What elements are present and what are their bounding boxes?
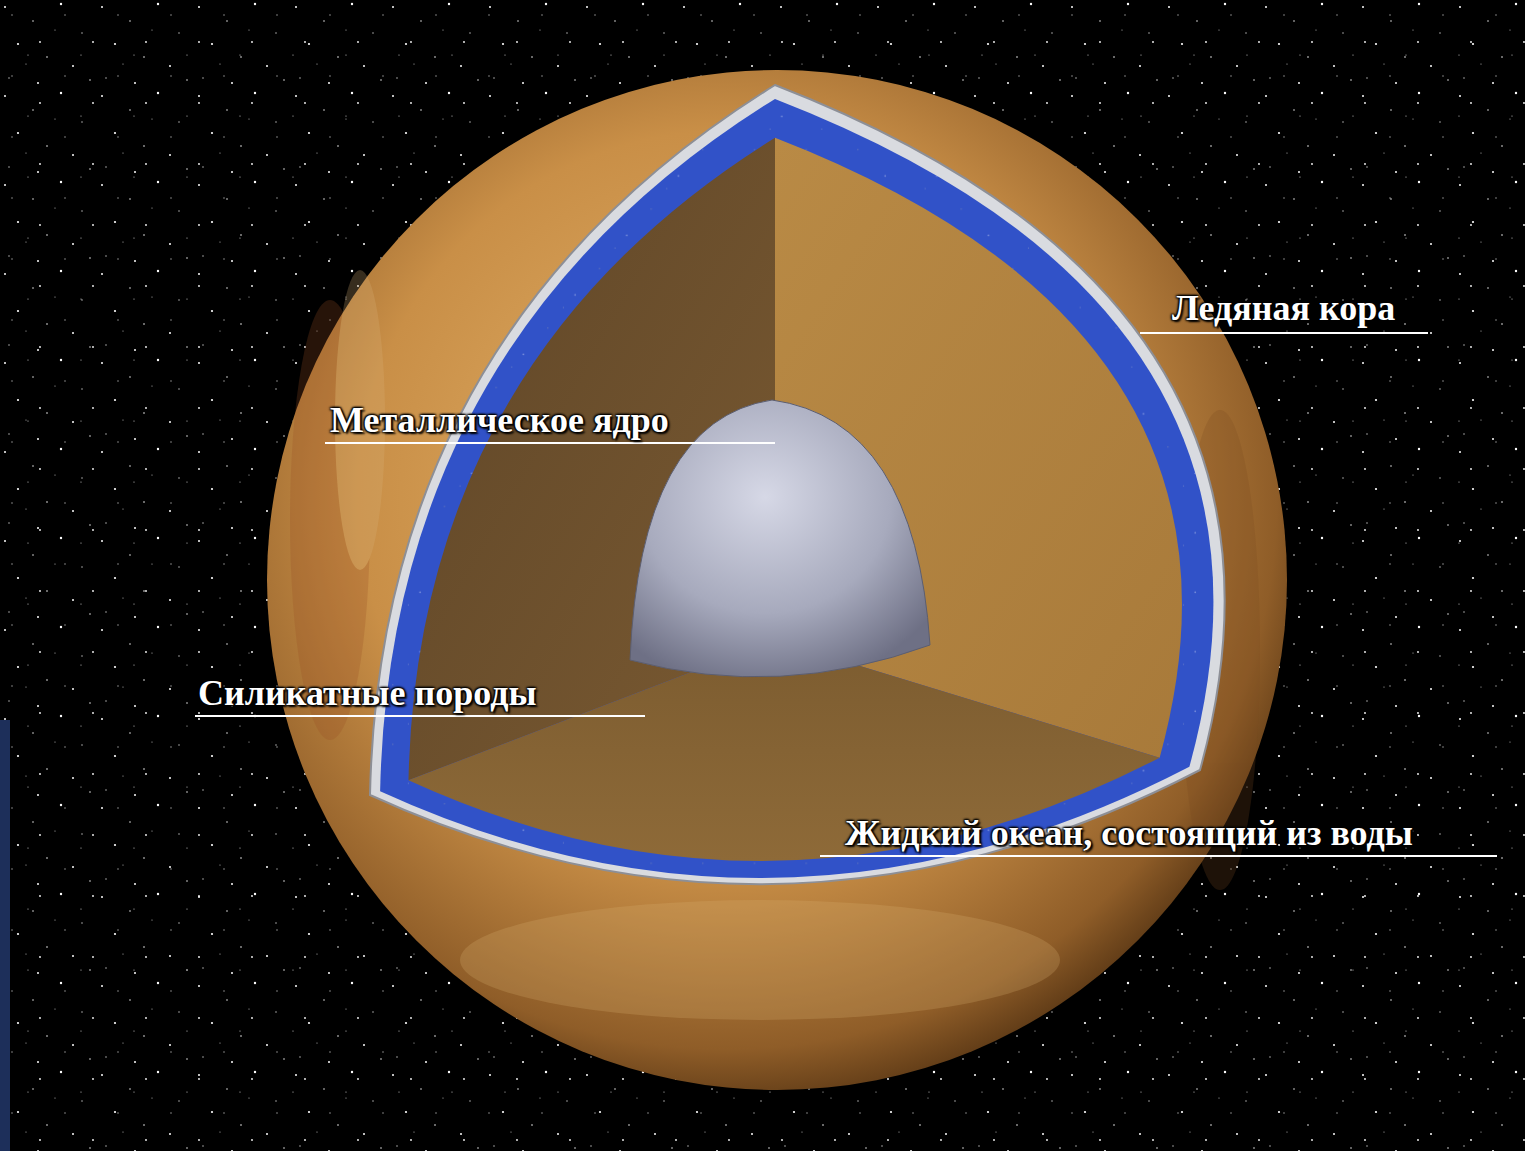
part-label: Силикатные породы [198,675,537,711]
part-label: Жидкий океан, состоящий из воды [845,815,1413,851]
leader-line [820,855,1497,857]
part-label: Металлическое ядро [330,402,669,438]
leader-line [195,715,645,717]
leader-line [1140,332,1428,334]
leader-line [325,442,775,444]
part-label: Ледяная кора [1172,290,1395,326]
